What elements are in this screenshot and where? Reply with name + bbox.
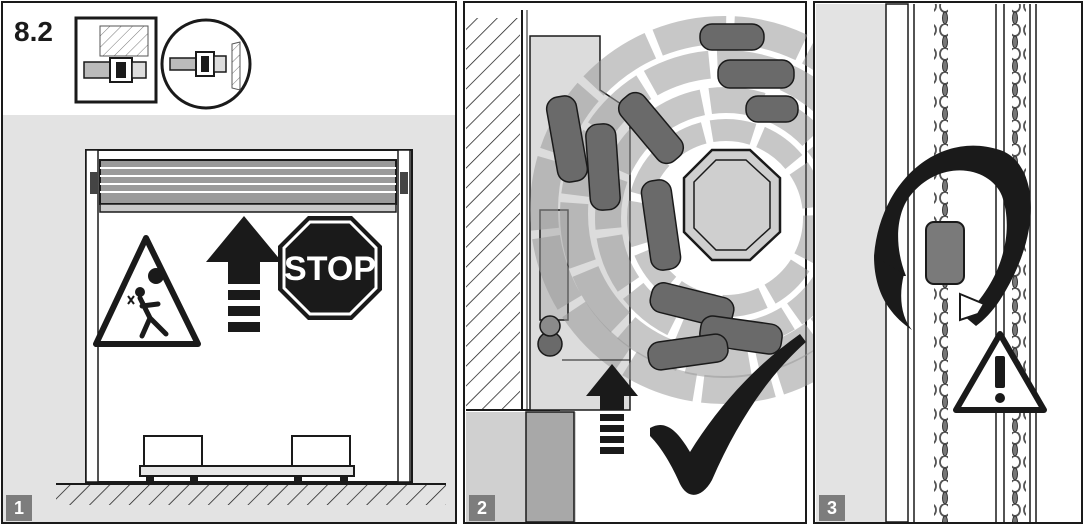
stop-sign-label: STOP xyxy=(284,250,376,288)
step-badge-1: 1 xyxy=(6,495,32,521)
step-badge-3: 3 xyxy=(819,495,845,521)
ceiling-mount-icon xyxy=(162,20,250,108)
stop-sign-icon: STOP xyxy=(278,216,382,320)
section-number: 8.2 xyxy=(14,16,53,48)
step-badge-2: 2 xyxy=(469,495,495,521)
shutter-roll xyxy=(90,160,408,212)
panel-1: STOP xyxy=(2,2,456,523)
octagonal-shaft xyxy=(684,150,780,260)
wall-mount-icon xyxy=(76,18,156,102)
panel-3 xyxy=(814,2,1082,523)
